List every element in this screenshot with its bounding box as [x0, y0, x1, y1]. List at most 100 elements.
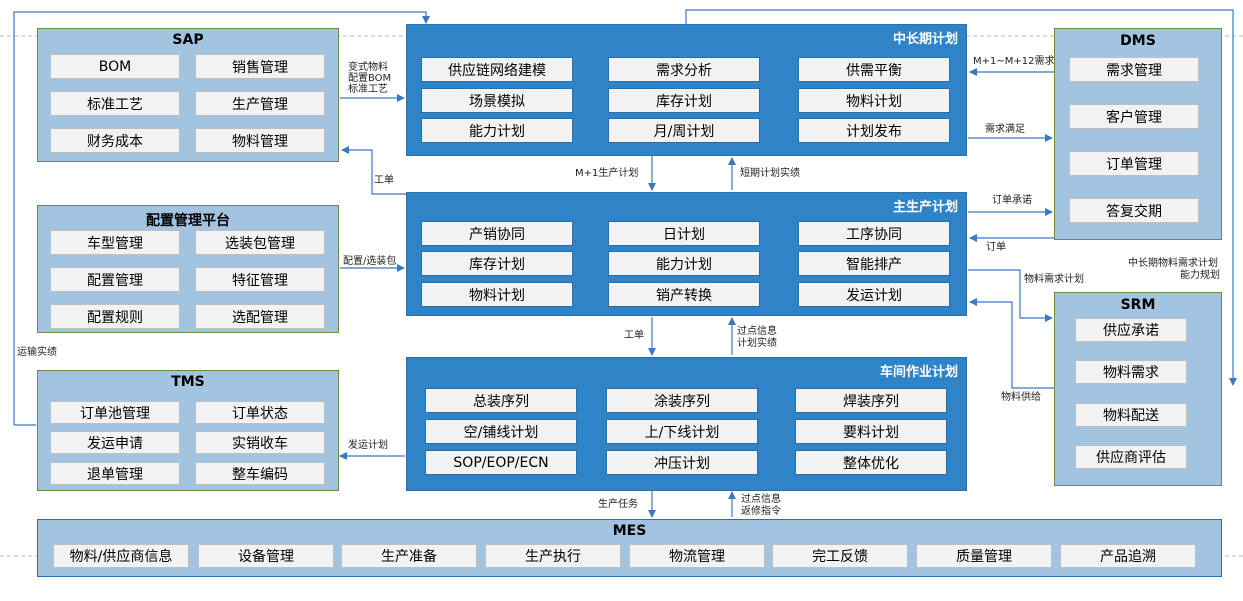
midlong-item-material[interactable]: 物料计划	[798, 88, 950, 113]
workshop-item-assembly[interactable]: 总装序列	[425, 388, 577, 413]
sap-panel: SAP BOM 销售管理 标准工艺 生产管理 财务成本 物料管理	[37, 28, 339, 162]
master-item-daily[interactable]: 日计划	[608, 221, 760, 246]
midlong-item-inventory[interactable]: 库存计划	[608, 88, 760, 113]
dms-item-delivery-reply[interactable]: 答复交期	[1069, 198, 1199, 223]
tms-item-vehicle-code[interactable]: 整车编码	[195, 462, 325, 485]
label-dms-demand: M+1~M+12需求	[973, 56, 1055, 67]
master-item-process[interactable]: 工序协同	[798, 221, 950, 246]
label-short-term-actuals: 短期计划实绩	[740, 168, 800, 179]
master-title: 主生产计划	[892, 200, 958, 215]
config-item-feature[interactable]: 特征管理	[195, 267, 325, 292]
config-item-rule[interactable]: 配置规则	[50, 304, 180, 329]
srm-item-material-demand[interactable]: 物料需求	[1075, 360, 1187, 384]
mes-panel: MES 物料/供应商信息 设备管理 生产准备 生产执行 物流管理 完工反馈 质量…	[37, 519, 1222, 577]
srm-item-commitment[interactable]: 供应承诺	[1075, 318, 1187, 342]
label-work-order-ws: 工单	[624, 330, 644, 341]
label-pass-info: 过点信息	[737, 326, 777, 337]
srm-panel: SRM 供应承诺 物料需求 物料配送 供应商评估	[1054, 292, 1222, 486]
label-order: 订单	[986, 242, 1006, 253]
tms-panel: TMS 订单池管理 订单状态 发运申请 实销收车 退单管理 整车编码	[37, 370, 339, 491]
midlong-item-demand[interactable]: 需求分析	[608, 57, 760, 82]
master-item-conversion[interactable]: 销产转换	[608, 282, 760, 307]
sap-item-material[interactable]: 物料管理	[195, 128, 325, 153]
srm-item-supplier-eval[interactable]: 供应商评估	[1075, 445, 1187, 469]
mes-item-logistics[interactable]: 物流管理	[629, 544, 765, 568]
mes-item-equipment[interactable]: 设备管理	[198, 544, 334, 568]
srm-title: SRM	[1120, 297, 1156, 313]
dms-item-order[interactable]: 订单管理	[1069, 151, 1199, 176]
master-item-material[interactable]: 物料计划	[421, 282, 573, 307]
label-m1-production-plan: M+1生产计划	[575, 168, 639, 179]
workshop-plan-panel: 车间作业计划 总装序列 涂装序列 焊装序列 空/铺线计划 上/下线计划 要料计划…	[406, 357, 967, 491]
workshop-title: 车间作业计划	[879, 365, 958, 380]
mes-item-quality[interactable]: 质量管理	[916, 544, 1052, 568]
config-item-model[interactable]: 车型管理	[50, 230, 180, 255]
srm-item-delivery[interactable]: 物料配送	[1075, 403, 1187, 427]
label-shipment-plan: 发运计划	[348, 440, 388, 451]
label-demand-satisfy: 需求满足	[985, 124, 1025, 135]
midlong-item-capacity[interactable]: 能力计划	[421, 118, 573, 143]
dms-panel: DMS 需求管理 客户管理 订单管理 答复交期	[1054, 28, 1222, 240]
midlong-item-scenario[interactable]: 场景模拟	[421, 88, 573, 113]
label-transport-actuals: 运输实绩	[17, 347, 57, 358]
midlong-title: 中长期计划	[892, 32, 958, 47]
master-item-coord[interactable]: 产销协同	[421, 221, 573, 246]
dms-item-demand[interactable]: 需求管理	[1069, 57, 1199, 82]
config-item-option-pkg[interactable]: 选装包管理	[195, 230, 325, 255]
tms-item-shipment-request[interactable]: 发运申请	[50, 431, 180, 454]
sap-item-process[interactable]: 标准工艺	[50, 91, 180, 116]
master-item-capacity[interactable]: 能力计划	[608, 251, 760, 276]
workshop-item-optimize[interactable]: 整体优化	[795, 450, 947, 475]
label-production-task: 生产任务	[598, 499, 638, 510]
workshop-item-painting[interactable]: 涂装序列	[606, 388, 758, 413]
midlong-item-balance[interactable]: 供需平衡	[798, 57, 950, 82]
workshop-item-stamping[interactable]: 冲压计划	[606, 450, 758, 475]
config-item-option[interactable]: 选配管理	[195, 304, 325, 329]
master-item-shipment[interactable]: 发运计划	[798, 282, 950, 307]
tms-item-order-status[interactable]: 订单状态	[195, 401, 325, 424]
workshop-item-sop[interactable]: SOP/EOP/ECN	[425, 450, 577, 475]
midlong-item-monthly[interactable]: 月/周计划	[608, 118, 760, 143]
label-rework-instruction: 返修指令	[741, 506, 781, 517]
sap-item-production[interactable]: 生产管理	[195, 91, 325, 116]
tms-item-receive[interactable]: 实销收车	[195, 431, 325, 454]
mes-item-feedback[interactable]: 完工反馈	[772, 544, 908, 568]
master-item-inventory[interactable]: 库存计划	[421, 251, 573, 276]
config-item-config[interactable]: 配置管理	[50, 267, 180, 292]
config-title: 配置管理平台	[146, 213, 230, 229]
label-variant-material: 变式物料	[348, 62, 388, 73]
mes-item-supplier-info[interactable]: 物料/供应商信息	[53, 544, 189, 568]
mes-item-traceability[interactable]: 产品追溯	[1060, 544, 1196, 568]
tms-title: TMS	[171, 374, 205, 390]
dms-item-customer[interactable]: 客户管理	[1069, 104, 1199, 129]
sap-item-sales[interactable]: 销售管理	[195, 54, 325, 79]
label-order-promise: 订单承诺	[992, 195, 1032, 206]
midlong-item-network[interactable]: 供应链网络建模	[421, 57, 573, 82]
tms-item-return[interactable]: 退单管理	[50, 462, 180, 485]
label-pass-info-mes: 过点信息	[741, 494, 781, 505]
midlong-item-release[interactable]: 计划发布	[798, 118, 950, 143]
sap-item-bom[interactable]: BOM	[50, 54, 180, 79]
sap-item-finance[interactable]: 财务成本	[50, 128, 180, 153]
sap-title: SAP	[172, 32, 204, 48]
label-material-supply: 物料供给	[1001, 392, 1041, 403]
midlong-plan-panel: 中长期计划 供应链网络建模 需求分析 供需平衡 场景模拟 库存计划 物料计划 能…	[406, 24, 967, 156]
dms-title: DMS	[1120, 33, 1156, 49]
workshop-item-material-request[interactable]: 要料计划	[795, 419, 947, 444]
mes-item-prep[interactable]: 生产准备	[341, 544, 477, 568]
label-srm-capacity: 能力规划	[1180, 270, 1220, 281]
workshop-item-welding[interactable]: 焊装序列	[795, 388, 947, 413]
master-plan-panel: 主生产计划 产销协同 日计划 工序协同 库存计划 能力计划 智能排产 物料计划 …	[406, 192, 967, 316]
master-item-scheduling[interactable]: 智能排产	[798, 251, 950, 276]
mes-item-execution[interactable]: 生产执行	[485, 544, 621, 568]
label-config-bom: 配置BOM	[348, 73, 392, 84]
label-standard-process: 标准工艺	[348, 84, 388, 95]
tms-item-order-pool[interactable]: 订单池管理	[50, 401, 180, 424]
config-panel: 配置管理平台 车型管理 选装包管理 配置管理 特征管理 配置规则 选配管理	[37, 205, 339, 333]
label-config-package: 配置/选装包	[343, 256, 397, 267]
label-material-demand-plan: 物料需求计划	[1024, 274, 1084, 285]
mes-title: MES	[612, 523, 647, 539]
workshop-item-on-off-line[interactable]: 上/下线计划	[606, 419, 758, 444]
workshop-item-empty-line[interactable]: 空/铺线计划	[425, 419, 577, 444]
